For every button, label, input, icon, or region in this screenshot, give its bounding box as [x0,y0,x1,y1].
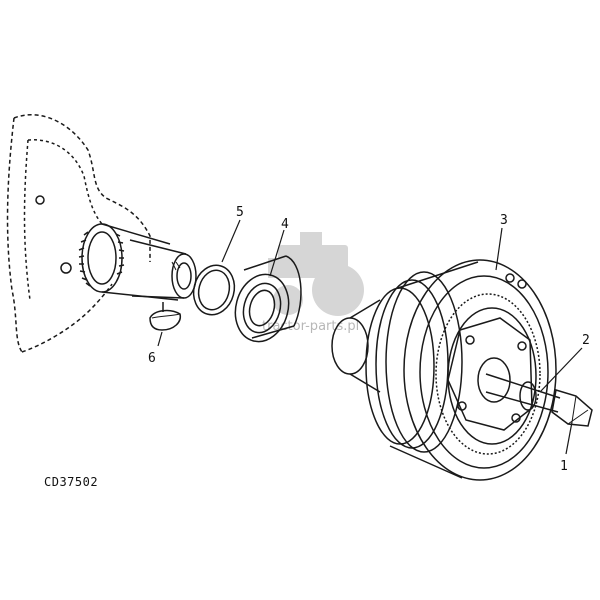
callout-2: 2 [582,333,590,348]
callout-1: 1 [560,459,568,474]
callout-3: 3 [500,213,508,228]
engine-block-housing [6,114,151,353]
woodruff-key [149,302,182,331]
figure-code: CD37502 [44,475,98,489]
bearing-sleeve [234,255,302,343]
crankshaft-gear [78,223,179,301]
washer [519,381,537,411]
callout-5: 5 [236,205,244,220]
pulley-damper [331,259,557,481]
pulley-bolt [485,373,593,427]
seal-ring [192,264,236,316]
crankshaft-nose [129,239,197,299]
watermark-tractor-logo [268,232,364,316]
callout-4: 4 [281,217,289,232]
callout-leaders [157,219,583,455]
callout-6: 6 [148,351,156,366]
